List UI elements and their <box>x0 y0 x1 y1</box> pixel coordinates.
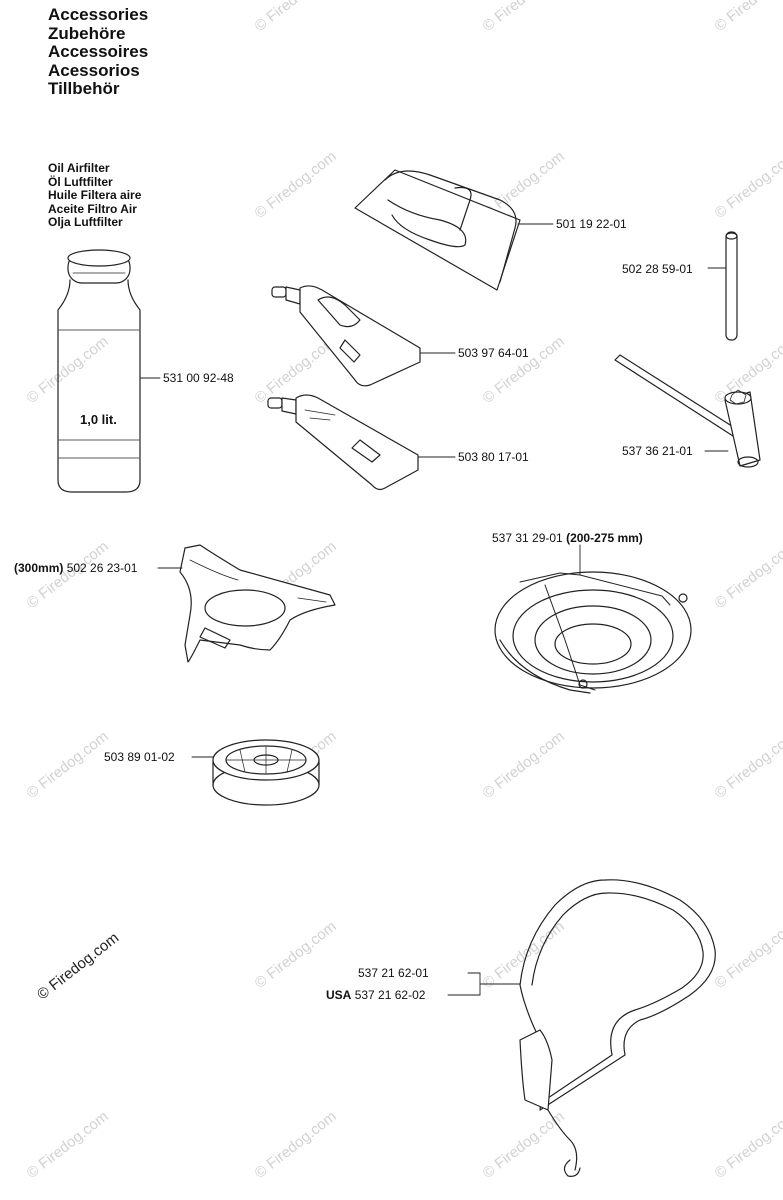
part-number-spool: 503 89 01-02 <box>104 750 175 764</box>
title-es: Acessorios <box>48 60 140 80</box>
oil-filter-de: Öl Luftfilter <box>48 174 113 189</box>
grease-tube-2-illustration <box>267 394 456 491</box>
part-number-grease-tube-2: 503 80 17-01 <box>458 450 529 464</box>
oil-filter-en: Oil Airfilter <box>48 161 110 175</box>
part-number-disc-guard: 537 31 29-01 (200-275 mm) <box>492 531 643 545</box>
title-sv: Tillbehör <box>48 79 120 98</box>
oil-filter-sv: Olja Luftfilter <box>48 215 123 230</box>
part-number-harness: 537 21 62-01 <box>358 966 429 980</box>
harness-usa-number: 537 21 62-02 <box>354 988 426 1002</box>
blade-guard-illustration <box>157 544 336 663</box>
oil-filter-fr: Huile Filtera aire <box>48 188 142 203</box>
spark-wrench-illustration <box>614 354 761 468</box>
part-number-oil-bottle: 531 00 92-48 <box>163 371 234 385</box>
part-number-visor: 501 19 22-01 <box>556 217 627 231</box>
disc-guard-size: (200-275 mm) <box>566 531 643 545</box>
title-de: Zubehöre <box>48 23 126 43</box>
part-number-grease-tube-1: 503 97 64-01 <box>458 346 529 360</box>
part-number-spark-wrench: 537 36 21-01 <box>622 444 693 458</box>
disc-guard-number: 537 31 29-01 <box>492 531 563 545</box>
bottle-volume-label: 1,0 lit. <box>80 412 117 427</box>
grease-tube-1-illustration <box>271 285 456 387</box>
title-block: Accessories Zubehöre Accessoires Acessor… <box>48 5 149 99</box>
part-number-rod: 502 28 59-01 <box>622 262 693 276</box>
oil-bottle-illustration <box>57 249 161 493</box>
title-fr: Accessoires <box>48 42 149 61</box>
blade-guard-size: (300mm) <box>14 561 64 575</box>
spool-illustration <box>191 739 320 806</box>
disc-guard-illustration <box>494 544 692 694</box>
harness-illustration <box>447 879 716 1177</box>
rod-illustration <box>707 231 738 341</box>
oil-filter-heading: Oil Airfilter Öl Luftfilter Huile Filter… <box>48 161 142 230</box>
part-number-blade-guard: (300mm) 502 26 23-01 <box>14 561 137 575</box>
harness-usa-prefix: USA <box>326 988 352 1002</box>
oil-filter-es: Aceite Filtro Air <box>48 201 137 216</box>
part-number-harness-usa: USA 537 21 62-02 <box>326 988 425 1002</box>
blade-guard-number: 502 26 23-01 <box>66 561 138 575</box>
title-en: Accessories <box>48 5 149 24</box>
visor-illustration <box>354 169 554 291</box>
